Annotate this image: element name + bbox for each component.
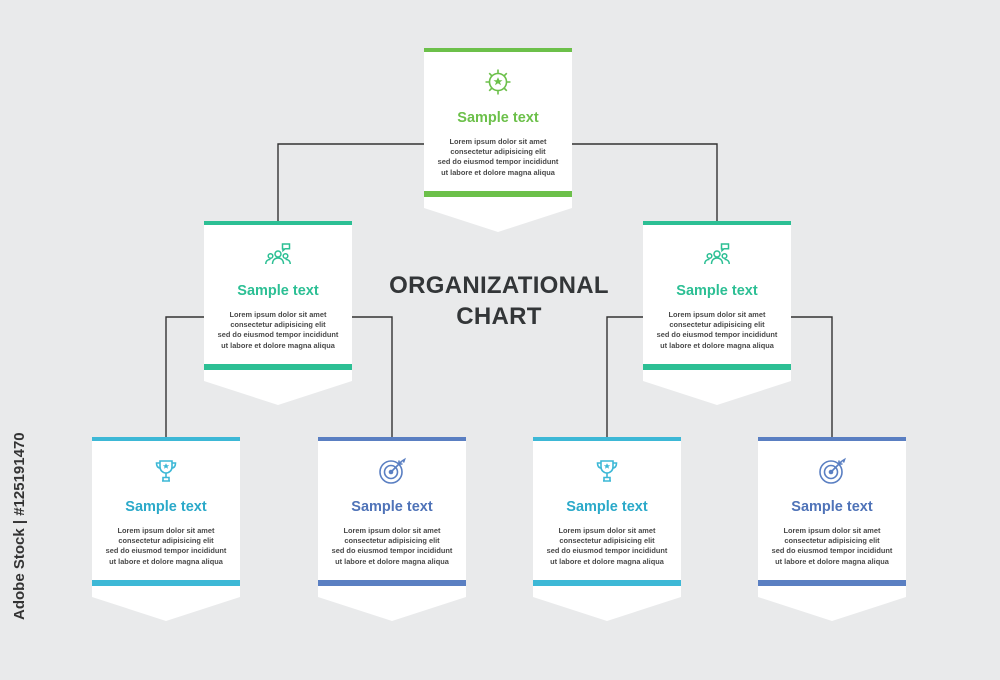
connector-root-left: [277, 143, 424, 221]
node-title: Sample text: [457, 110, 539, 126]
card-shape: [204, 221, 352, 405]
node-description: Lorem ipsum dolor sit amet consectetur a…: [546, 526, 668, 566]
card-shape: [92, 437, 240, 621]
card-shape: [758, 437, 906, 621]
node-title: Sample text: [566, 499, 648, 515]
connector-left-ll: [165, 316, 204, 437]
connector-right-rr: [791, 316, 833, 437]
node-title: Sample text: [125, 499, 207, 515]
node-title: Sample text: [791, 499, 873, 515]
org-node-level3-1: Sample text Lorem ipsum dolor sit amet c…: [92, 437, 240, 621]
org-node-level3-4: Sample text Lorem ipsum dolor sit amet c…: [758, 437, 906, 621]
node-description: Lorem ipsum dolor sit amet consectetur a…: [105, 526, 227, 566]
connector-right-rl: [606, 316, 643, 437]
connector-root-right: [572, 143, 718, 221]
node-description: Lorem ipsum dolor sit amet consectetur a…: [437, 137, 559, 177]
card-shape: [643, 221, 791, 405]
team-chat-icon: [703, 241, 731, 269]
chart-title: ORGANIZATIONAL CHART: [389, 272, 609, 330]
org-node-level2-right: Sample text Lorem ipsum dolor sit amet c…: [643, 221, 791, 405]
node-description: Lorem ipsum dolor sit amet consectetur a…: [771, 526, 893, 566]
card-shape: [424, 48, 572, 232]
node-description: Lorem ipsum dolor sit amet consectetur a…: [331, 526, 453, 566]
node-title: Sample text: [237, 283, 319, 299]
node-description: Lorem ipsum dolor sit amet consectetur a…: [217, 310, 339, 350]
card-shape: [533, 437, 681, 621]
stock-watermark-text: Adobe Stock | #125191470: [11, 432, 28, 620]
target-icon: [378, 457, 406, 485]
team-chat-icon: [264, 241, 292, 269]
org-node-level3-2: Sample text Lorem ipsum dolor sit amet c…: [318, 437, 466, 621]
gear-star-icon: [484, 68, 512, 96]
trophy-icon: [152, 457, 180, 485]
org-node-root: Sample text Lorem ipsum dolor sit amet c…: [424, 48, 572, 232]
node-title: Sample text: [676, 283, 758, 299]
org-node-level3-3: Sample text Lorem ipsum dolor sit amet c…: [533, 437, 681, 621]
card-shape: [318, 437, 466, 621]
trophy-icon: [593, 457, 621, 485]
connector-left-lr: [352, 316, 393, 437]
target-icon: [818, 457, 846, 485]
node-title: Sample text: [351, 499, 433, 515]
org-node-level2-left: Sample text Lorem ipsum dolor sit amet c…: [204, 221, 352, 405]
node-description: Lorem ipsum dolor sit amet consectetur a…: [656, 310, 778, 350]
